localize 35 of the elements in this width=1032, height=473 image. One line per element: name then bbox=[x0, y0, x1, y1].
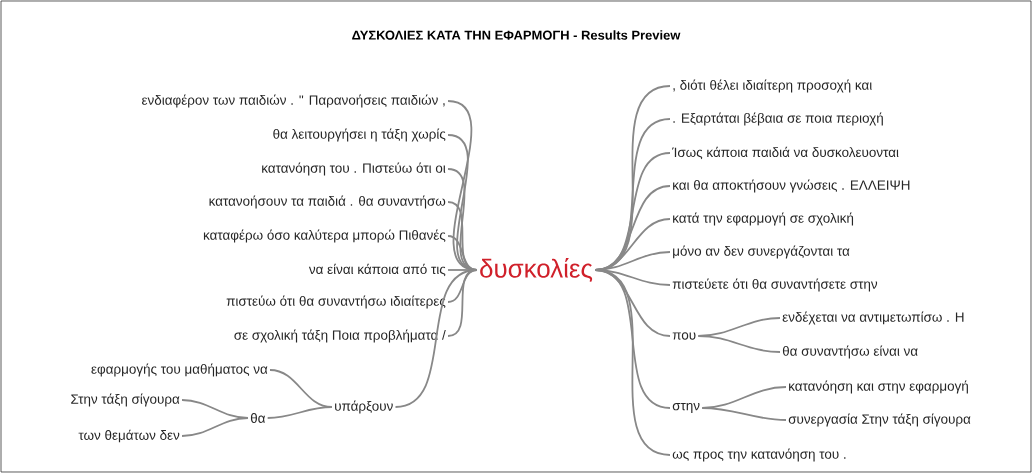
branch-line bbox=[266, 406, 333, 419]
branch-text: θα bbox=[250, 413, 266, 423]
branch-text: σε σχολική τάξη Ποια προβλήματα / bbox=[234, 329, 446, 343]
branch-line bbox=[394, 269, 478, 408]
branch-text: που bbox=[672, 332, 696, 340]
branch-text: κατανόηση και στην εφαρμογή bbox=[789, 380, 968, 394]
branch-text: ως προς την κατανόηση του . bbox=[672, 448, 846, 462]
branch-line bbox=[701, 407, 787, 421]
branch-text: εφαρμογής του μαθήματος να bbox=[91, 363, 268, 377]
branch-text: συνεργασία Στην τάξη σίγουρα bbox=[788, 413, 971, 427]
branch-text: των θεμάτων δεν bbox=[78, 429, 180, 443]
root-word: δυσκολίες bbox=[480, 258, 593, 282]
branch-text: υπάρξουν bbox=[335, 400, 393, 414]
branch-text: κατά την εφαρμογή σε σχολική bbox=[673, 212, 854, 226]
branch-text: ενδιαφέρον των παιδιών . " Παρανοήσεις παιδιών , bbox=[142, 94, 445, 108]
branch-text: , διότι θέλει ιδιαίτερη προσοχή και bbox=[673, 79, 872, 93]
branch-text: . Εξαρτάται βέβαια σε ποια περιοχή bbox=[673, 112, 883, 126]
branch-text: θα συναντήσω είναι να bbox=[782, 345, 918, 359]
branch-text: να είναι κάποια από τις bbox=[308, 263, 446, 277]
branch-text: στην bbox=[672, 403, 700, 413]
branch-line bbox=[697, 335, 781, 353]
branch-text: πιστεύω ότι θα συναντήσω ιδιαίτερες bbox=[226, 295, 446, 309]
branch-text: ενδέχεται να αντιμετωπίσω . Η bbox=[782, 311, 964, 325]
branch-text: κατανοήσουν τα παιδιά . θα συναντήσω bbox=[209, 195, 446, 209]
branch-text: πιστεύετε ότι θα συναντήσετε στην bbox=[672, 278, 878, 292]
branch-text: κατανόηση του . Πιστεύω ότι οι bbox=[262, 162, 446, 176]
branch-text: καταφέρω όσο καλύτερα μπορώ Πιθανές bbox=[203, 229, 446, 243]
branch-text: Στην τάξη σίγουρα bbox=[71, 393, 180, 407]
branch-text: θα λειτουργήσει η τάξη χωρίς bbox=[273, 128, 446, 142]
branch-line bbox=[594, 269, 671, 456]
title: ΔΥΣΚΟΛΙΕΣ ΚΑΤΑ ΤΗΝ ΕΦΑΡΜΟΓΗ - Results Preview bbox=[352, 30, 681, 40]
branch-text: και θα αποκτήσουν γνώσεις . ΕΛΛΕΙΨΗ bbox=[673, 179, 910, 193]
branch-text: Ίσως κάποια παιδιά να δυσκολευονται bbox=[672, 146, 899, 160]
branch-text: μόνο αν δεν συνεργάζονται τα bbox=[673, 245, 850, 259]
branch-line bbox=[181, 417, 249, 437]
